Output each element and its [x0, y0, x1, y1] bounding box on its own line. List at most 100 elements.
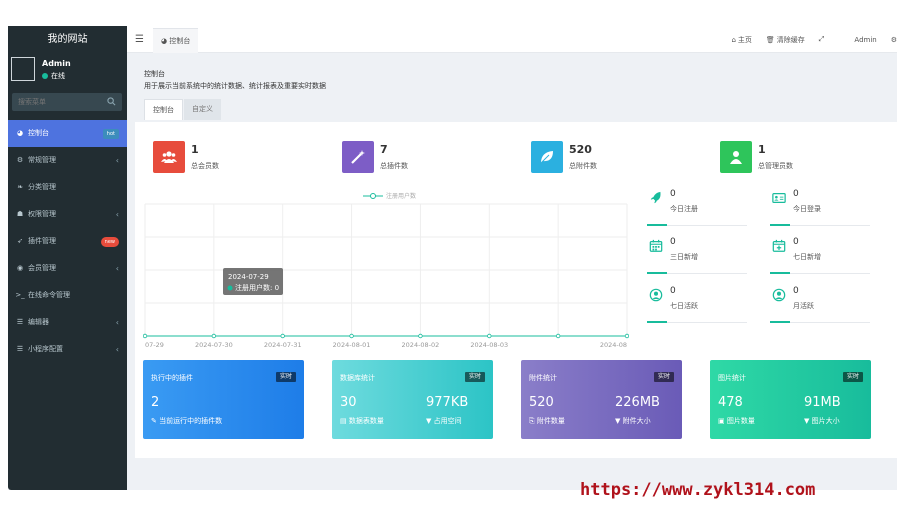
header-user[interactable]: Admin [854, 35, 877, 44]
mini-stat: 0 今日登录 [767, 186, 877, 232]
mini-stat-accent [770, 321, 790, 323]
card-value-2: 226MB [615, 395, 660, 410]
mini-stat-label: 月活跃 [793, 302, 814, 310]
card-label-text: 图片数量 [726, 417, 755, 425]
stat-value: 1 [191, 143, 199, 156]
dashboard-icon: ◕ [16, 129, 24, 137]
card-title: 数据库统计 [340, 374, 375, 382]
stat-attachments: 520 总附件数 [531, 141, 711, 173]
menu-toggle-icon[interactable]: ☰ [135, 34, 144, 45]
sidebar-item-category[interactable]: ❧分类管理 [8, 174, 127, 201]
mini-stat-value: 0 [670, 189, 676, 199]
sidebar-item-auth[interactable]: ☗权限管理‹ [8, 201, 127, 228]
new-badge: new [100, 237, 119, 247]
x-tick-label: 2024-07-30 [195, 341, 233, 349]
mini-stat-accent [770, 272, 790, 274]
tab-console[interactable]: 控制台 [144, 99, 183, 120]
header-actions: ⌂主页 🗑清除缓存 ⤢ Admin ⚙ [731, 26, 897, 53]
data-point[interactable] [280, 333, 285, 339]
user-circle-icon [772, 288, 786, 302]
card-images: 图片统计 实时 478 ▣ 图片数量 91MB ▼ 图片大小 [710, 360, 871, 439]
stat-value: 520 [569, 143, 592, 156]
chart-series [143, 333, 629, 339]
main-content: 控制台 用于展示当前系统中的统计数据、统计报表及重要实时数据 控制台 自定义 1… [135, 60, 897, 458]
card-label-text: 当前运行中的插件数 [159, 417, 223, 425]
chevron-left-icon: ‹ [115, 210, 119, 219]
sidebar-item-miniapp[interactable]: ☰小程序配置‹ [8, 336, 127, 363]
card-value: 478 [718, 395, 743, 410]
tab-dashboard[interactable]: ◕ 控制台 [153, 28, 199, 53]
legend-marker-icon [370, 193, 376, 199]
online-dot-icon [42, 73, 48, 79]
dashboard-icon: ◕ [161, 37, 170, 45]
x-tick-label: 2024-08-02 [402, 341, 440, 349]
realtime-badge: 实时 [842, 372, 863, 382]
card-database: 数据库统计 实时 30 ▤ 数据表数量 977KB ▼ 占用空间 [332, 360, 493, 439]
fullscreen-icon[interactable]: ⤢ [818, 35, 825, 43]
data-point[interactable] [211, 333, 217, 339]
tab-label: 控制台 [169, 37, 191, 45]
home-link[interactable]: ⌂主页 [731, 35, 751, 45]
terminal-icon: >_ [15, 291, 25, 299]
chart-legend[interactable]: 注册用户数 [363, 192, 416, 200]
sidebar-item-label: 在线命令管理 [28, 291, 70, 299]
settings-cogs-icon[interactable]: ⚙ [890, 35, 897, 44]
tab-custom[interactable]: 自定义 [184, 99, 221, 120]
search-icon[interactable] [107, 97, 116, 106]
stat-label: 总插件数 [380, 162, 408, 170]
list-icon: ☰ [16, 345, 24, 353]
data-point[interactable] [418, 333, 423, 339]
x-tick-label: 2024-07-31 [264, 341, 302, 349]
data-point[interactable] [555, 333, 561, 339]
stat-value: 7 [380, 143, 388, 156]
clear-cache-link[interactable]: 🗑清除缓存 [766, 35, 805, 45]
card-label-text: 数据表数量 [348, 417, 384, 425]
data-point[interactable] [624, 333, 629, 339]
home-link-label: 主页 [737, 35, 752, 44]
legend-label: 注册用户数 [386, 192, 416, 200]
site-logo[interactable]: 我的网站 [8, 26, 127, 53]
sidebar-item-command[interactable]: >_在线命令管理 [8, 282, 127, 309]
mini-stat-accent [647, 272, 667, 274]
sidebar-item-label: 会员管理 [28, 264, 56, 272]
sidebar-item-label: 分类管理 [28, 183, 56, 191]
x-tick-label: 2024-08 [600, 341, 627, 349]
card-label-2: ▼ 图片大小 [804, 416, 840, 426]
realtime-badge: 实时 [464, 372, 485, 382]
sidebar-item-editor[interactable]: ☰编辑器‹ [8, 309, 127, 336]
mini-stat-divider [790, 273, 870, 274]
data-point[interactable] [143, 333, 148, 339]
data-point[interactable] [487, 333, 492, 339]
sidebar-item-label: 编辑器 [28, 318, 49, 326]
mini-stat-value: 0 [793, 237, 799, 247]
mini-stat-value: 0 [670, 237, 676, 247]
user-circle-icon [649, 288, 663, 302]
mini-stat-label: 今日登录 [793, 205, 821, 213]
data-point[interactable] [349, 333, 354, 339]
tooltip-date: 2024-07-29 [228, 273, 269, 281]
menu-search-input[interactable] [12, 93, 102, 111]
mini-stat-label: 七日新增 [793, 253, 821, 261]
users-icon [153, 141, 185, 173]
mini-stat-value: 0 [670, 286, 676, 296]
mini-stat-value: 0 [793, 189, 799, 199]
sidebar-item-member[interactable]: ◉会员管理‹ [8, 255, 127, 282]
home-icon: ⌂ [731, 35, 736, 44]
sidebar-item-general[interactable]: ⚙常规管理‹ [8, 147, 127, 174]
avatar[interactable] [11, 57, 35, 81]
card-label: ⎘ 附件数量 [529, 416, 565, 426]
watermark-url: https://www.zykl314.com [580, 480, 816, 500]
mini-stat-accent [647, 321, 667, 323]
stat-value: 1 [758, 143, 766, 156]
x-tick-label: 2024-08-03 [470, 341, 508, 349]
chevron-left-icon: ‹ [115, 345, 119, 354]
card-title: 图片统计 [718, 374, 746, 382]
rocket-icon [650, 191, 661, 204]
tooltip-value: 注册用户数: 0 [235, 283, 279, 292]
card-label-2: ▼ 附件大小 [615, 416, 651, 426]
mini-stat-label: 今日注册 [670, 205, 698, 213]
